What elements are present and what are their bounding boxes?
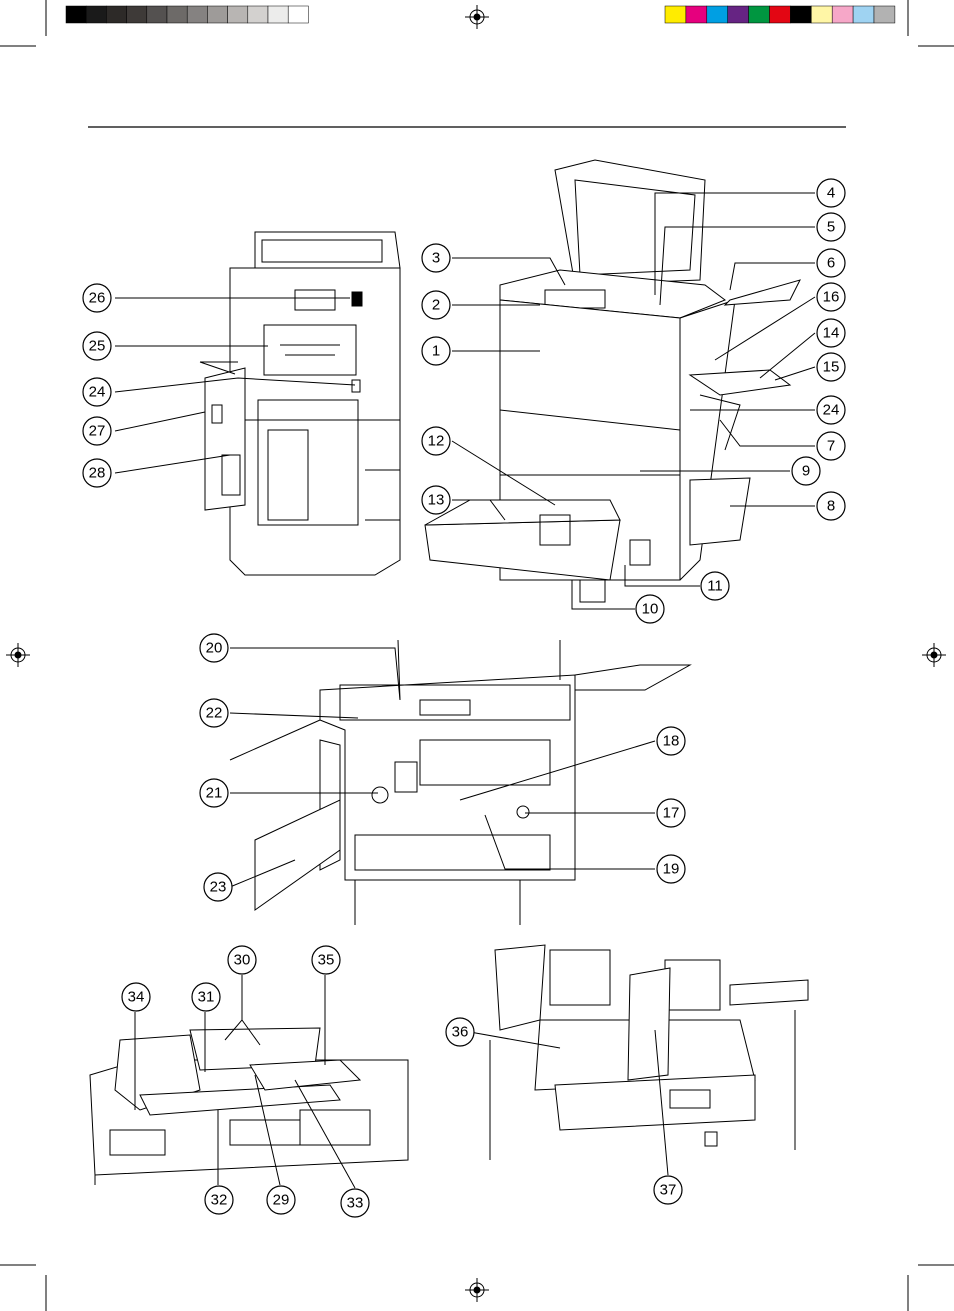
registration-mark-top [465, 5, 489, 29]
callout-10: 10 [642, 601, 659, 618]
callout-31: 31 [198, 989, 215, 1006]
callout-12: 12 [428, 433, 445, 450]
callout-11: 11 [707, 578, 723, 595]
callout-labels [82, 178, 846, 1218]
color-swatch [811, 5, 833, 24]
gray-step [85, 5, 107, 24]
callout-15: 15 [823, 359, 840, 376]
color-swatch [769, 5, 791, 24]
callout-22: 22 [206, 705, 223, 722]
color-swatch-bar [664, 5, 896, 24]
callout-34: 34 [128, 989, 145, 1006]
inside-front-illustration [229, 639, 692, 925]
gray-step [126, 5, 148, 24]
gray-step [146, 5, 168, 24]
callout-3: 3 [432, 250, 440, 267]
callout-28: 28 [89, 465, 106, 482]
callout-4: 4 [827, 185, 835, 202]
callout-29: 29 [273, 1192, 290, 1209]
color-swatch [727, 5, 749, 24]
callout-5: 5 [827, 219, 835, 236]
color-swatch [852, 5, 875, 24]
callout-36: 36 [452, 1024, 469, 1041]
callout-2: 2 [432, 297, 440, 314]
callout-8: 8 [827, 498, 835, 515]
gray-step [166, 5, 188, 24]
gray-step [247, 5, 269, 24]
color-swatch [790, 5, 812, 24]
callout-37: 37 [660, 1182, 677, 1199]
front-view-illustration [424, 159, 801, 603]
gray-step [227, 5, 249, 24]
color-swatch [831, 5, 854, 24]
gray-step [267, 5, 289, 24]
callout-35: 35 [318, 952, 335, 969]
color-swatch [706, 5, 728, 24]
callout-24-front: 24 [823, 402, 840, 419]
callout-32: 32 [211, 1192, 228, 1209]
callout-24: 24 [89, 384, 106, 401]
callout-26: 26 [89, 290, 106, 307]
rear-view-illustration [204, 231, 401, 576]
callout-14: 14 [823, 325, 840, 342]
gray-step [207, 5, 228, 24]
callout-6: 6 [827, 255, 835, 272]
callout-7: 7 [827, 438, 835, 455]
gray-step [106, 5, 127, 24]
gray-step [65, 5, 87, 24]
callout-21: 21 [206, 785, 223, 802]
callout-1: 1 [432, 343, 440, 360]
callout-17: 17 [663, 805, 680, 822]
registration-mark-right [922, 643, 946, 667]
document-processor-illustration [89, 1027, 409, 1185]
callout-23: 23 [210, 879, 227, 896]
callout-18: 18 [663, 733, 680, 750]
callout-33: 33 [347, 1195, 364, 1212]
registration-mark-left [6, 643, 30, 667]
callout-25: 25 [89, 338, 106, 355]
registration-mark-bottom [465, 1278, 489, 1302]
gray-step [287, 5, 309, 24]
color-swatch [685, 5, 708, 24]
callout-19: 19 [663, 861, 680, 878]
callout-27: 27 [89, 423, 106, 440]
callout-13: 13 [428, 492, 445, 509]
callout-numbers: 26 25 24 27 28 3 2 1 12 13 4 5 6 16 14 1… [89, 185, 840, 1212]
color-swatch [664, 5, 687, 24]
callout-20: 20 [206, 640, 223, 657]
fixing-unit-illustration [489, 944, 809, 1160]
callout-30: 30 [234, 952, 251, 969]
callout-9: 9 [802, 463, 810, 480]
gray-step [186, 5, 208, 24]
leader-lines [114, 192, 816, 1189]
callout-16: 16 [823, 289, 840, 306]
color-swatch [748, 5, 770, 24]
color-swatch [873, 5, 896, 24]
gray-scale-bar [65, 5, 309, 24]
